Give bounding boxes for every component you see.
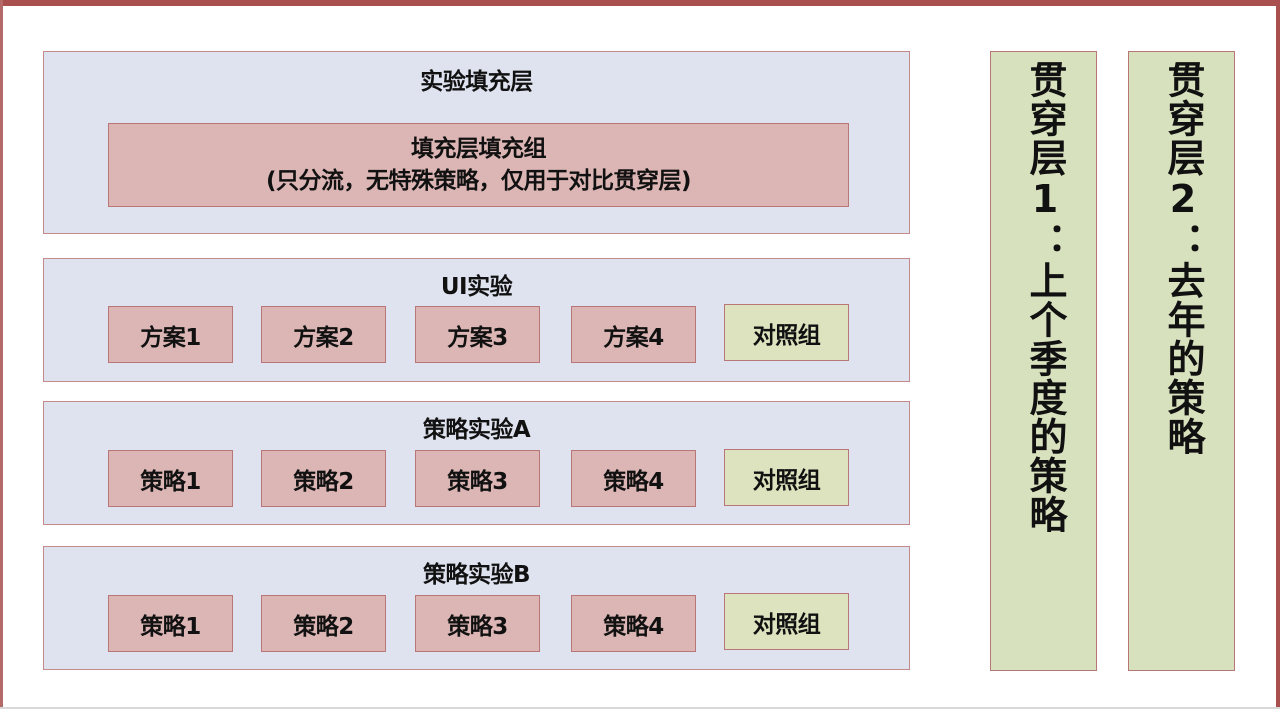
ui-control-group: 对照组 (724, 304, 849, 361)
strategy-b-2: 策略2 (261, 595, 386, 652)
strategy-experiment-a-layer: 策略实验A 策略1 策略2 策略3 策略4 对照组 (43, 401, 910, 525)
strategy-b-1: 策略1 (108, 595, 233, 652)
strategy-a-3: 策略3 (415, 450, 540, 507)
strategy-a-2: 策略2 (261, 450, 386, 507)
filler-group: 填充层填充组 (只分流，无特殊策略，仅用于对比贯穿层) (108, 123, 849, 207)
filler-group-subtitle: (只分流，无特殊策略，仅用于对比贯穿层) (265, 168, 692, 194)
filler-group-title: 填充层填充组 (411, 136, 547, 162)
ui-plan-3: 方案3 (415, 306, 540, 363)
strategy-a-control-group: 对照组 (724, 449, 849, 506)
frame-bottom-border (0, 707, 1280, 709)
strategy-experiment-b-title: 策略实验B (422, 562, 531, 588)
frame-left-border (0, 0, 3, 709)
ui-plan-2: 方案2 (261, 306, 386, 363)
strategy-experiment-b-layer: 策略实验B 策略1 策略2 策略3 策略4 对照组 (43, 546, 910, 670)
strategy-a-4: 策略4 (571, 450, 696, 507)
through-layer-1: 贯穿层1：上个季度的策略 (990, 51, 1097, 671)
ui-plan-4: 方案4 (571, 306, 696, 363)
strategy-b-control-group: 对照组 (724, 593, 849, 650)
ui-experiment-layer: UI实验 方案1 方案2 方案3 方案4 对照组 (43, 258, 910, 382)
frame-right-border (1276, 0, 1280, 709)
through-layer-2-label: 贯穿层2：去年的策略 (1161, 60, 1205, 456)
strategy-b-4: 策略4 (571, 595, 696, 652)
filler-layer: 实验填充层 填充层填充组 (只分流，无特殊策略，仅用于对比贯穿层) (43, 51, 910, 234)
ui-experiment-title: UI实验 (440, 274, 513, 300)
through-layer-1-label: 贯穿层1：上个季度的策略 (1023, 60, 1067, 534)
filler-layer-title: 实验填充层 (420, 69, 533, 95)
through-layer-2: 贯穿层2：去年的策略 (1128, 51, 1235, 671)
strategy-experiment-a-title: 策略实验A (422, 417, 531, 443)
frame-top-border (0, 0, 1280, 6)
strategy-b-3: 策略3 (415, 595, 540, 652)
strategy-a-1: 策略1 (108, 450, 233, 507)
ui-plan-1: 方案1 (108, 306, 233, 363)
